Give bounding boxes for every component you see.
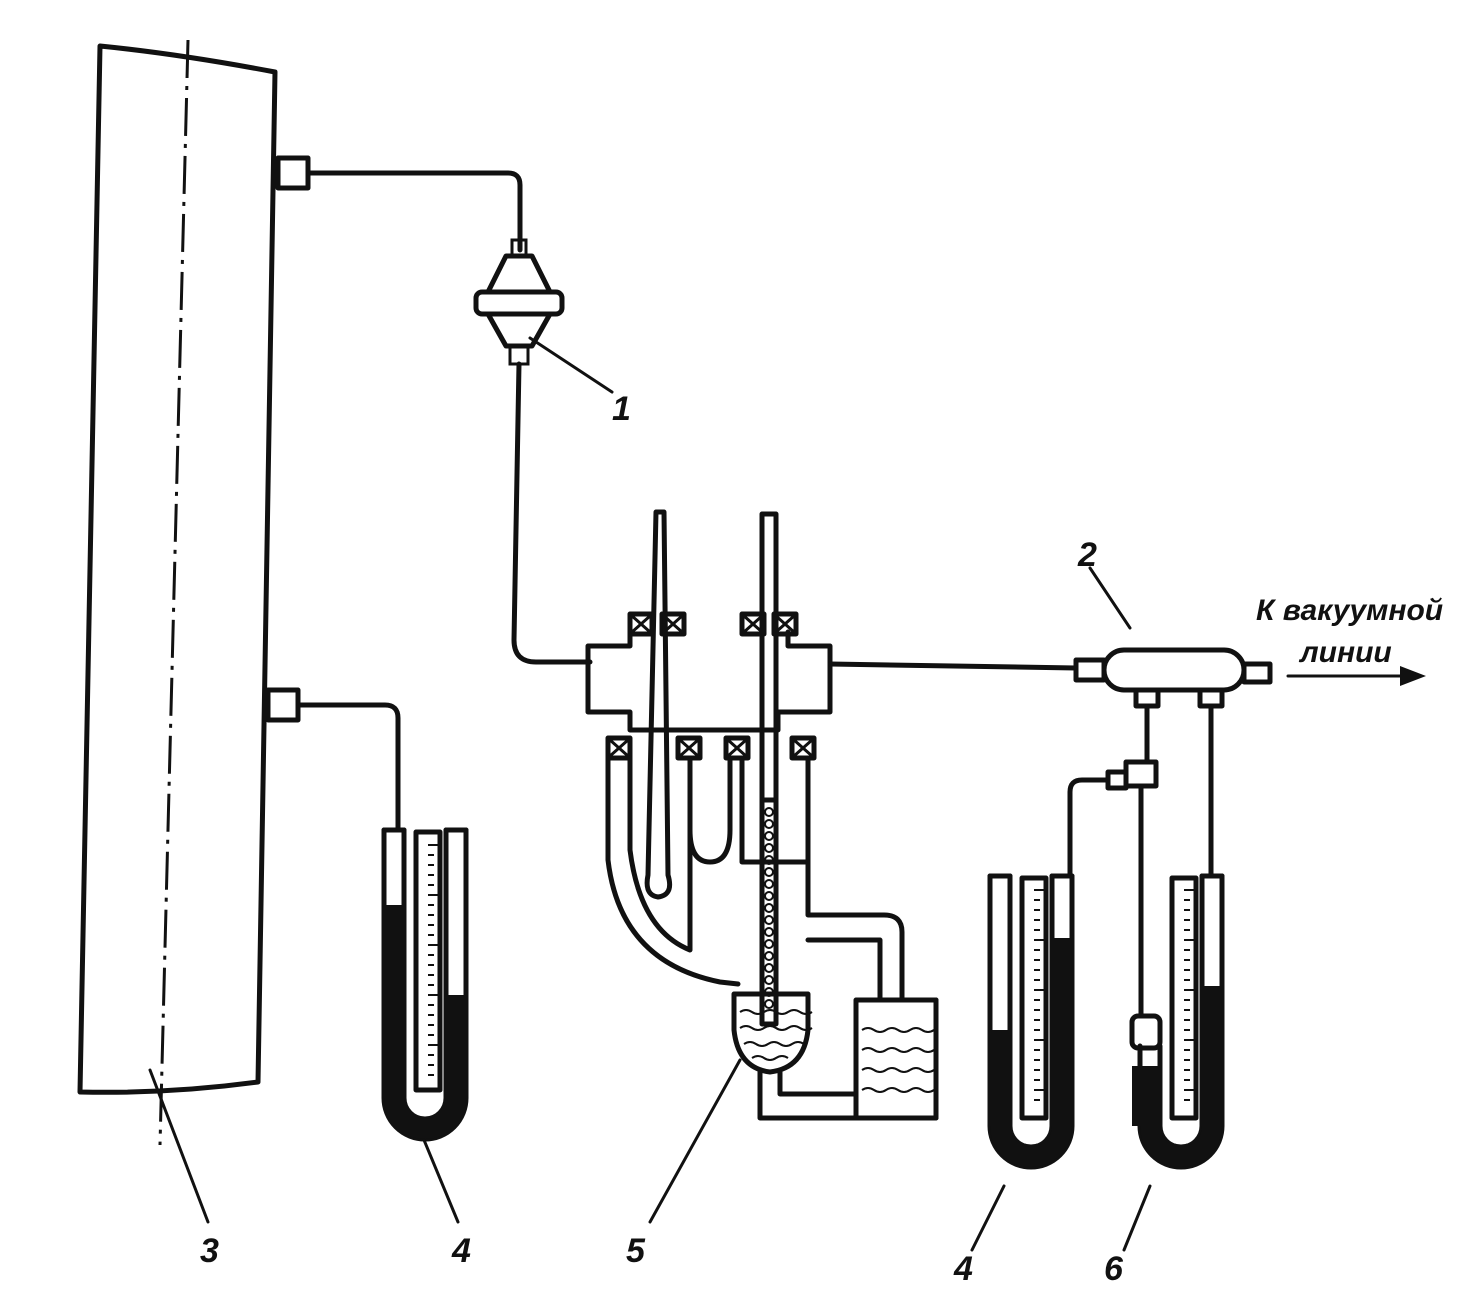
label-3: 3 xyxy=(200,1232,219,1270)
packing-mark xyxy=(764,939,774,949)
manifold-2 xyxy=(1073,647,1273,709)
leader-lines xyxy=(148,336,1152,1252)
label-6: 6 xyxy=(1104,1250,1124,1288)
upper-pipe xyxy=(305,170,523,253)
reaction-vessel xyxy=(585,509,939,1121)
manometer-4-left xyxy=(381,827,469,1142)
packing-mark xyxy=(764,915,774,925)
manometer-6 xyxy=(1129,873,1225,1170)
label-4-right: 4 xyxy=(953,1250,973,1288)
label-4-left: 4 xyxy=(451,1232,471,1270)
packing-mark xyxy=(764,807,774,817)
packing-mark xyxy=(764,903,774,913)
packing-mark xyxy=(764,867,774,877)
filter-1 xyxy=(473,238,565,366)
packing-mark xyxy=(764,951,774,961)
packing-mark xyxy=(764,999,774,1009)
filter-to-vessel-pipe xyxy=(511,361,593,665)
tee-fitting xyxy=(1123,759,1159,789)
packing-mark xyxy=(764,843,774,853)
packing-mark xyxy=(764,891,774,901)
packing-mark xyxy=(764,963,774,973)
column-3 xyxy=(77,39,311,1146)
packing-mark xyxy=(764,927,774,937)
packing-mark xyxy=(764,879,774,889)
label-2: 2 xyxy=(1077,536,1097,574)
vessel-to-manifold-pipe xyxy=(827,661,1079,671)
packing-mark xyxy=(764,831,774,841)
lower-pipe xyxy=(295,702,401,833)
packing-mark xyxy=(764,819,774,829)
packing-mark xyxy=(764,975,774,985)
packing-mark xyxy=(764,855,774,865)
vacuum-label-line2: линии xyxy=(1298,636,1392,669)
vacuum-label-line1: К вакуумной xyxy=(1256,594,1443,627)
vacuum-arrow xyxy=(1286,666,1426,686)
manometer-4-right xyxy=(987,873,1075,1170)
label-1: 1 xyxy=(612,390,631,428)
label-5: 5 xyxy=(626,1232,646,1270)
